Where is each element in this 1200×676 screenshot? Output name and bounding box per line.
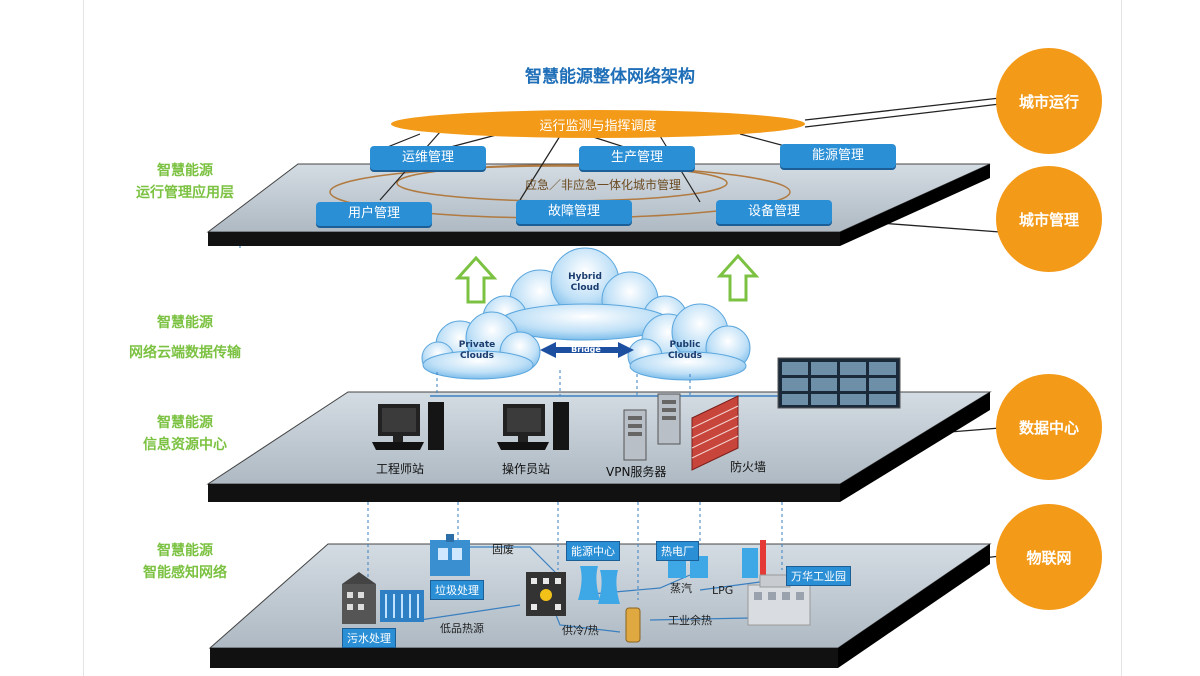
dashed-links-sensing	[367, 502, 783, 600]
public-cloud-shape	[627, 303, 751, 381]
fault-management-button: 故障管理	[516, 200, 632, 224]
layer-label-info-line2: 信息资源中心	[143, 437, 227, 453]
circle-city-operations: 城市运行	[996, 48, 1102, 154]
private-cloud-label: Private Clouds	[452, 340, 502, 362]
public-cloud-label-line2: Clouds	[667, 351, 703, 361]
layer-label-transport-line1: 智慧能源	[157, 315, 213, 331]
dashed-links-cloud	[436, 370, 691, 396]
dispatch-ellipse-label: 运行监测与指挥调度	[539, 119, 657, 134]
circle-iot: 物联网	[996, 504, 1102, 610]
industrial-park-buildings	[747, 574, 811, 626]
hybrid-cloud-label-line2: Cloud	[570, 283, 600, 293]
industrial-heat-label: 工业余热	[668, 614, 712, 627]
sewage-treatment-label: 污水处理	[342, 628, 396, 648]
ops-maintenance-button: 运维管理	[370, 146, 486, 170]
layer-label-app-line2: 运行管理应用层	[136, 185, 234, 201]
circle-city-management: 城市管理	[996, 166, 1102, 272]
dispatch-ellipse	[391, 110, 805, 138]
energy-management-button: 能源管理	[780, 144, 896, 168]
device-management-button: 设备管理	[716, 200, 832, 224]
layer-label-app: 智慧能源 运行管理应用层	[110, 160, 260, 204]
sewage-treatment-plant	[380, 590, 424, 622]
vpn-server-label: VPN服务器	[606, 465, 667, 479]
platform-sensing-layer	[208, 543, 992, 668]
layer-label-sensing: 智慧能源 智能感知网络	[110, 540, 260, 584]
bridge-label: Bridge	[571, 345, 601, 354]
hybrid-cloud-label: Hybrid Cloud	[560, 272, 610, 294]
up-arrows	[454, 253, 760, 304]
lpg-cylinder	[625, 607, 641, 643]
user-management-button: 用户管理	[316, 202, 432, 226]
operator-station-label: 操作员站	[502, 462, 551, 476]
bridge-arrow	[540, 342, 634, 358]
video-wall	[777, 357, 901, 409]
energy-center-label: 能源中心	[566, 541, 620, 561]
hybrid-cloud-label-line1: Hybrid	[568, 272, 602, 282]
layer-label-transport-line2: 网络云端数据传输	[129, 345, 241, 361]
layer-label-sensing-line1: 智慧能源	[157, 543, 213, 559]
operator-workstation	[497, 402, 569, 450]
vpn-servers	[623, 393, 681, 461]
private-cloud-label-line1: Private	[458, 340, 496, 350]
circle-data-center: 数据中心	[996, 374, 1102, 480]
production-button: 生产管理	[579, 146, 695, 170]
factory-building	[342, 572, 376, 624]
layer-label-transport: 智慧能源 网络云端数据传输	[110, 312, 260, 364]
solid-waste-label: 固废	[492, 543, 514, 556]
layer-label-info: 智慧能源 信息资源中心	[110, 412, 260, 456]
thermal-plant-label: 热电厂	[656, 541, 699, 561]
figure-frame	[83, 0, 1122, 676]
layer-label-sensing-line2: 智能感知网络	[143, 565, 227, 581]
diagram-title: 智慧能源整体网络架构	[525, 67, 695, 87]
public-cloud-label-line1: Public	[669, 340, 701, 350]
cloud-group	[421, 247, 751, 381]
layer-label-info-line1: 智慧能源	[157, 415, 213, 431]
thermal-power-plant	[668, 540, 766, 578]
firewall-wall	[691, 395, 739, 471]
engineer-station-label: 工程师站	[376, 462, 425, 476]
cooling-heating-label: 供冷/热	[562, 624, 599, 637]
firewall-label: 防火墙	[730, 460, 767, 474]
low-grade-heat-label: 低品热源	[440, 622, 484, 635]
public-cloud-label: Public Clouds	[660, 340, 710, 362]
steam-label: 蒸汽	[670, 582, 692, 595]
industrial-park-label: 万华工业园	[786, 566, 851, 586]
lpg-label: LPG	[712, 584, 734, 597]
private-cloud-label-line2: Clouds	[459, 351, 495, 361]
energy-center-building	[526, 572, 566, 616]
engineer-workstation	[372, 402, 444, 450]
hybrid-cloud-shape	[482, 247, 688, 341]
private-cloud-shape	[421, 311, 541, 380]
layer-label-app-line1: 智慧能源	[157, 163, 213, 179]
waste-treatment-building	[430, 534, 470, 576]
waste-treatment-label: 垃圾处理	[430, 580, 484, 600]
cooling-towers	[578, 566, 620, 604]
inner-ring-label: 应急／非应急一体化城市管理	[524, 178, 681, 192]
